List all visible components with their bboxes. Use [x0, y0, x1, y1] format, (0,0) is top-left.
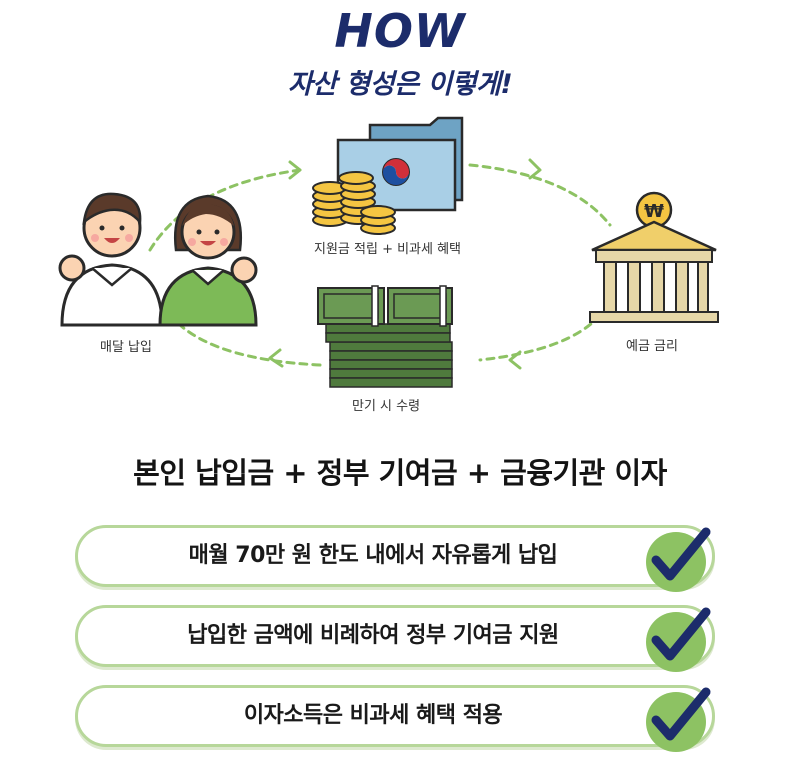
label-monthly-payment: 매달 납입	[100, 340, 152, 355]
check-icon	[646, 687, 711, 752]
check-icon	[646, 527, 711, 592]
check-icon	[646, 607, 711, 672]
bank-illustration: ₩	[589, 191, 719, 323]
formula-heading: 본인 납입금 + 정부 기여금 + 금융기관 이자	[133, 456, 667, 490]
benefit-item-1: 매월 70만 원 한도 내에서 자유롭게 납입	[75, 525, 715, 587]
label-government-support: 지원금 적립 + 비과세 혜택	[314, 242, 462, 257]
benefit-item-2: 납입한 금액에 비례하여 정부 기여금 지원	[75, 605, 715, 667]
folder-coins-illustration	[312, 116, 464, 235]
header-title: HOW	[334, 4, 466, 58]
money-stack-illustration	[317, 285, 453, 388]
people-illustration	[58, 192, 258, 327]
asset-cycle-diagram: ₩	[0, 110, 800, 430]
header-subtitle: 자산 형성은 이렇게!	[287, 69, 513, 100]
label-maturity-receipt: 만기 시 수령	[352, 399, 421, 414]
benefit-text: 매월 70만 원 한도 내에서 자유롭게 납입	[188, 543, 558, 568]
label-deposit-interest: 예금 금리	[626, 339, 678, 354]
benefit-text: 이자소득은 비과세 혜택 적용	[243, 703, 503, 728]
benefit-item-3: 이자소득은 비과세 혜택 적용	[75, 685, 715, 747]
benefit-text: 납입한 금액에 비례하여 정부 기여금 지원	[187, 623, 559, 648]
bank-coin-symbol: ₩	[644, 201, 664, 222]
